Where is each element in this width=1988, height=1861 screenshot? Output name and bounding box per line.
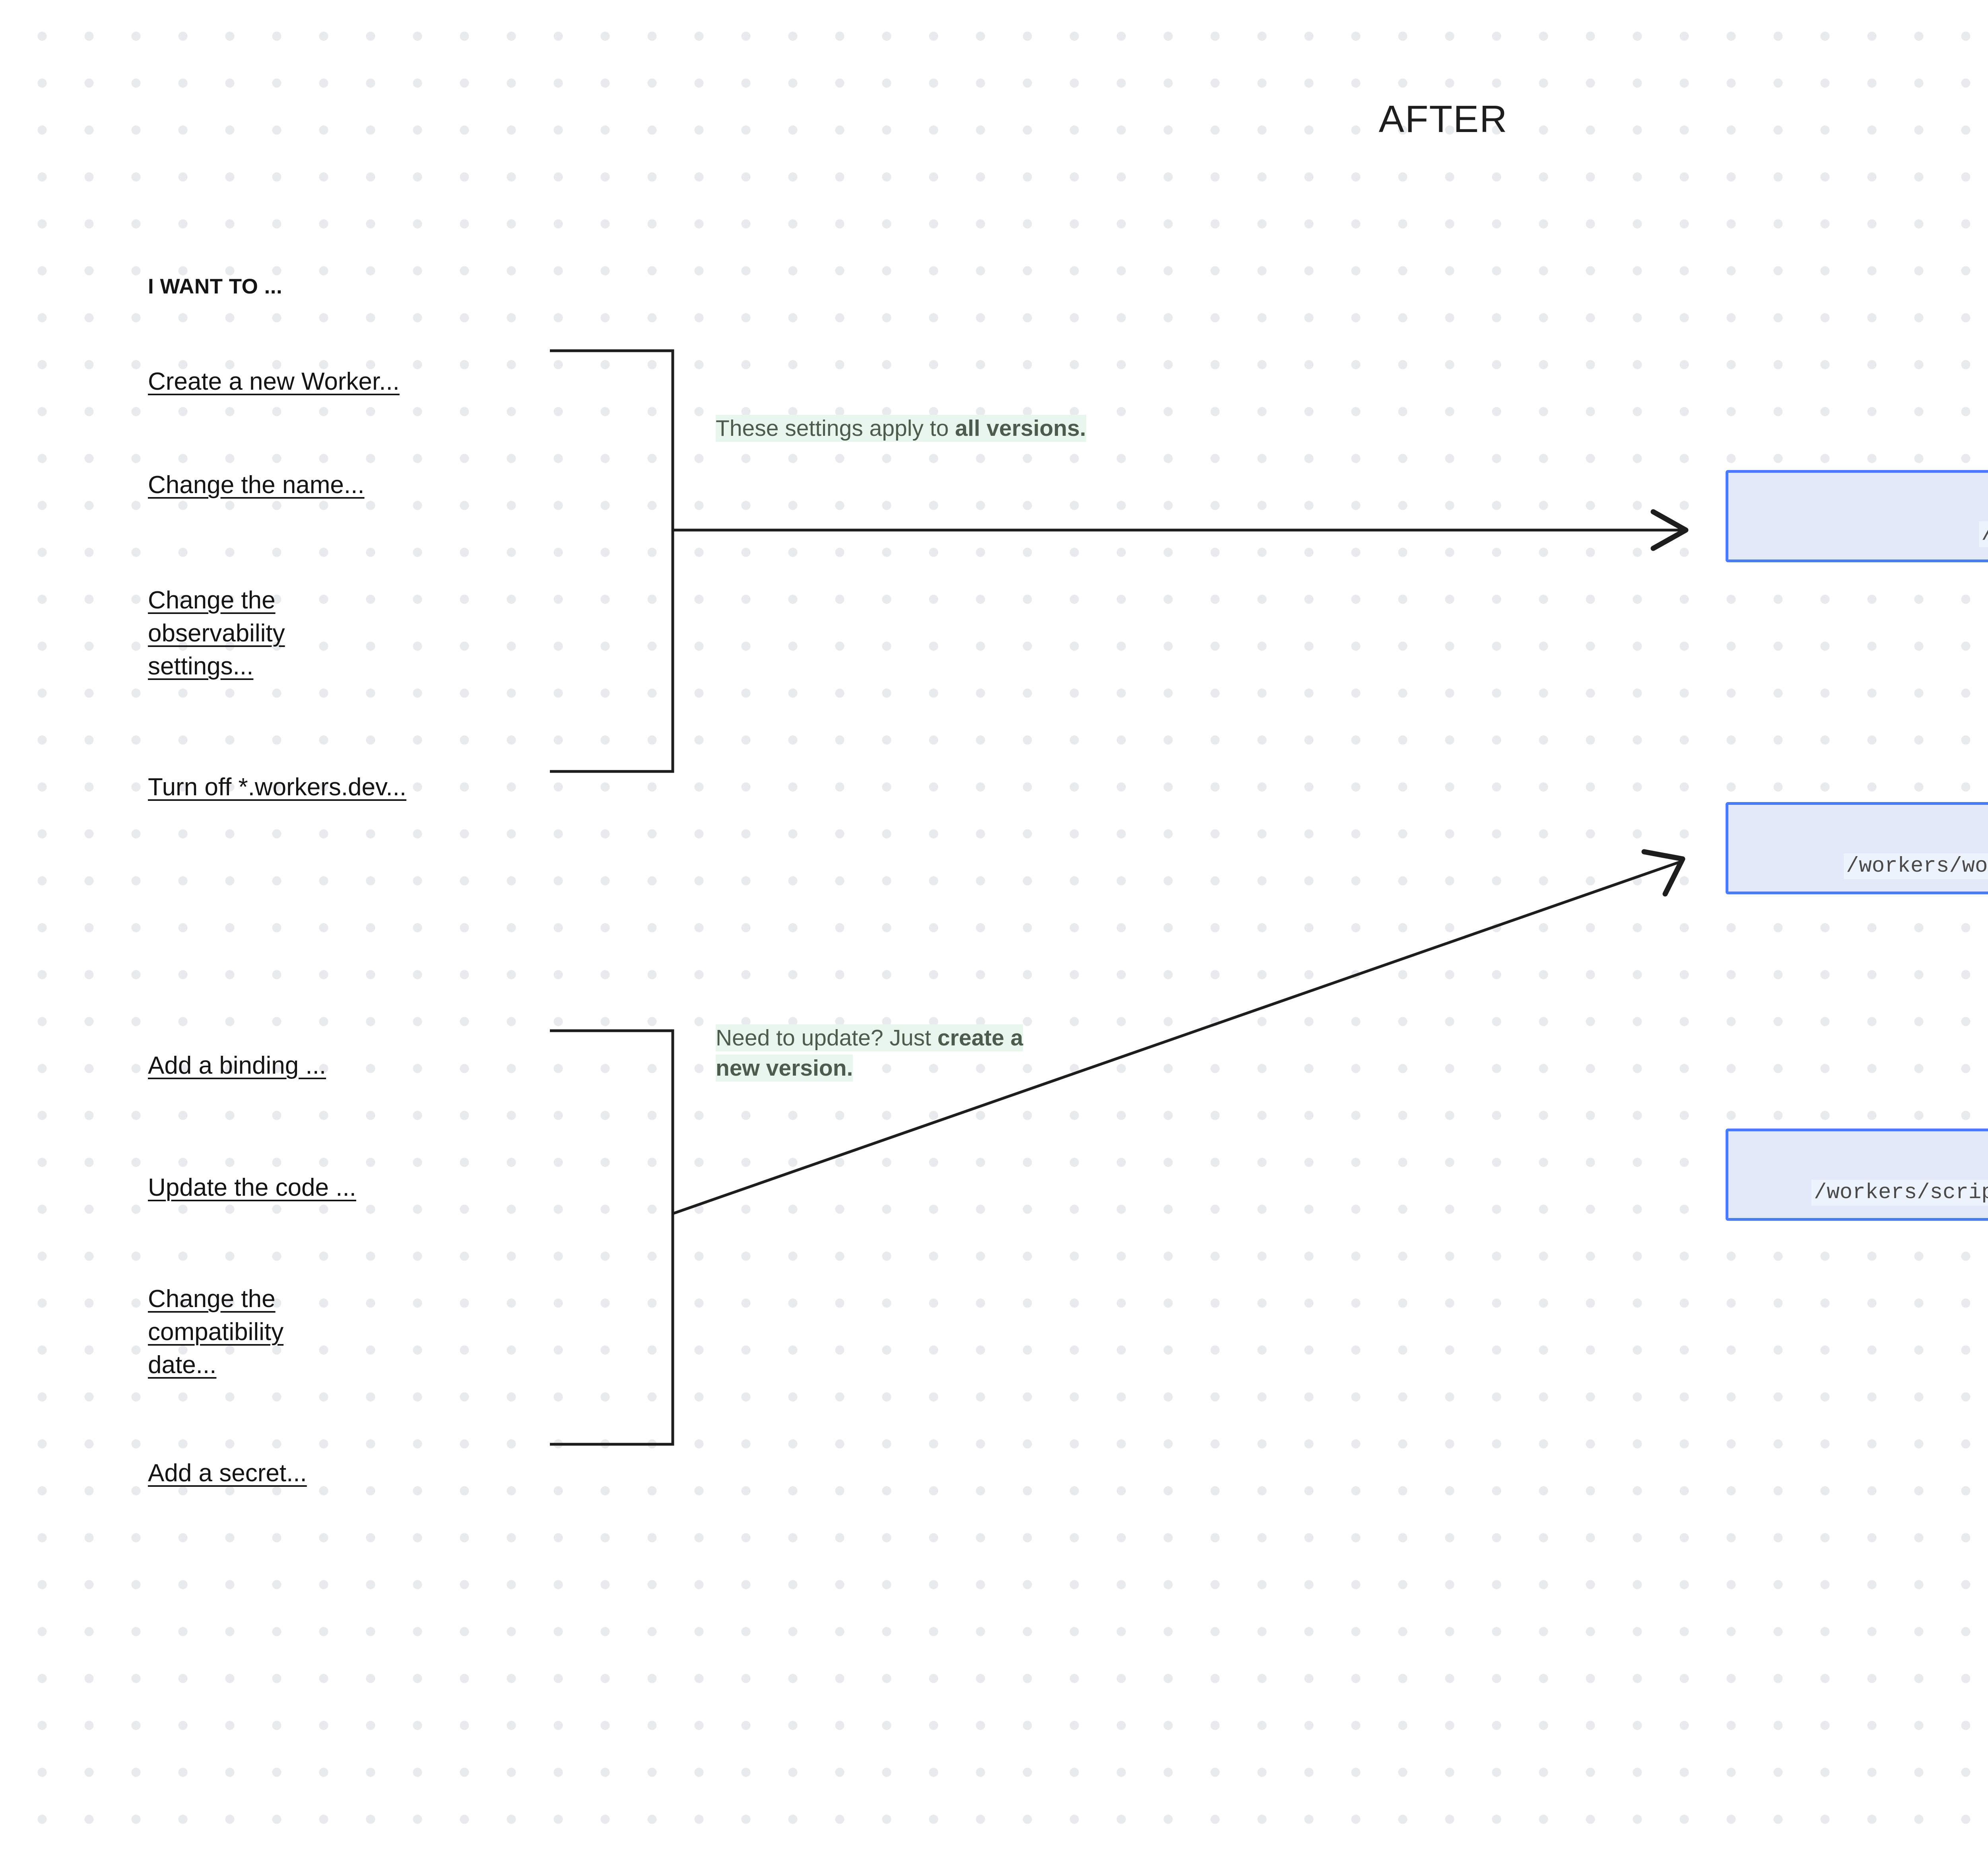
task-item-turn-off-workers-dev[interactable]: Turn off *.workers.dev... bbox=[148, 738, 406, 804]
bracket-worker-group bbox=[550, 349, 674, 773]
resource-box-worker[interactable]: Worker /workers/workers bbox=[1726, 470, 1988, 562]
task-label: Turn off *.workers.dev... bbox=[148, 773, 407, 801]
task-item-change-compatibility-date[interactable]: Change the compatibility date... bbox=[148, 1249, 283, 1381]
task-label: Change the compatibility date... bbox=[148, 1285, 284, 1379]
task-label: Change the observability settings... bbox=[148, 587, 285, 680]
task-item-change-name[interactable]: Change the name... bbox=[148, 435, 365, 501]
page-title: AFTER bbox=[0, 97, 1988, 141]
task-item-change-observability[interactable]: Change the observability settings... bbox=[148, 551, 285, 683]
resource-path: /workers/workers/{worker_id}/versions bbox=[1844, 853, 1988, 879]
resource-box-version[interactable]: Version /workers/workers/{worker_id}/ver… bbox=[1726, 802, 1988, 894]
task-label: Update the code ... bbox=[148, 1174, 356, 1202]
bracket-version-group bbox=[550, 1029, 674, 1446]
annotation-settings-apply: These settings apply to all versions. bbox=[716, 414, 1113, 444]
task-item-add-secret[interactable]: Add a secret... bbox=[148, 1424, 307, 1490]
task-item-add-binding[interactable]: Add a binding ... bbox=[148, 1016, 326, 1082]
resource-path: /workers/scripts/{script_name}/deploymen… bbox=[1811, 1180, 1988, 1206]
arrow-worker bbox=[673, 509, 1689, 551]
task-item-create-worker[interactable]: Create a new Worker... bbox=[148, 332, 400, 398]
annotation-bold-text: all versions. bbox=[955, 415, 1086, 442]
annotation-normal-text: These settings apply to bbox=[716, 415, 955, 442]
task-label: Create a new Worker... bbox=[148, 368, 400, 396]
i-want-to-heading: I WANT TO ... bbox=[148, 275, 283, 298]
resource-path: /workers/workers bbox=[1979, 521, 1988, 547]
page-title-text: AFTER bbox=[1378, 98, 1508, 140]
annotation-need-update: Need to update? Just create a new versio… bbox=[716, 1023, 1046, 1084]
resource-box-deployment[interactable]: Deployment /workers/scripts/{script_name… bbox=[1726, 1129, 1988, 1221]
task-label: Change the name... bbox=[148, 471, 365, 499]
task-label: Add a binding ... bbox=[148, 1052, 326, 1080]
task-item-update-code[interactable]: Update the code ... bbox=[148, 1138, 356, 1204]
annotation-normal-text: Need to update? Just bbox=[716, 1024, 938, 1051]
task-label: Add a secret... bbox=[148, 1459, 307, 1487]
